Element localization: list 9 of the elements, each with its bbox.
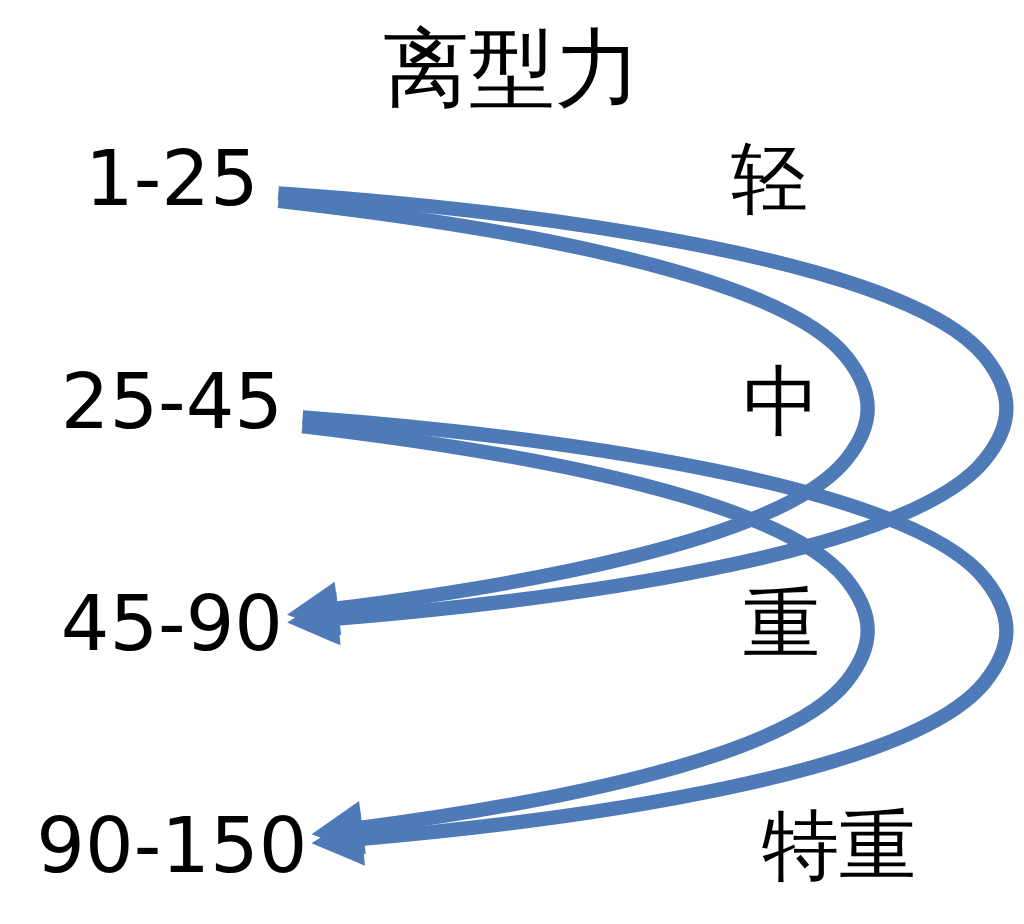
label: 中 (743, 356, 821, 446)
node-text: 90-150 (36, 801, 308, 891)
label: 轻 (731, 134, 809, 224)
node-text: 1-25 (85, 134, 259, 224)
node-text: 45-90 (60, 578, 284, 668)
label: 特重 (762, 801, 917, 891)
node-text: 25-45 (60, 356, 284, 446)
label: 重 (743, 578, 821, 668)
diagram-title: 离型力 (383, 18, 641, 119)
